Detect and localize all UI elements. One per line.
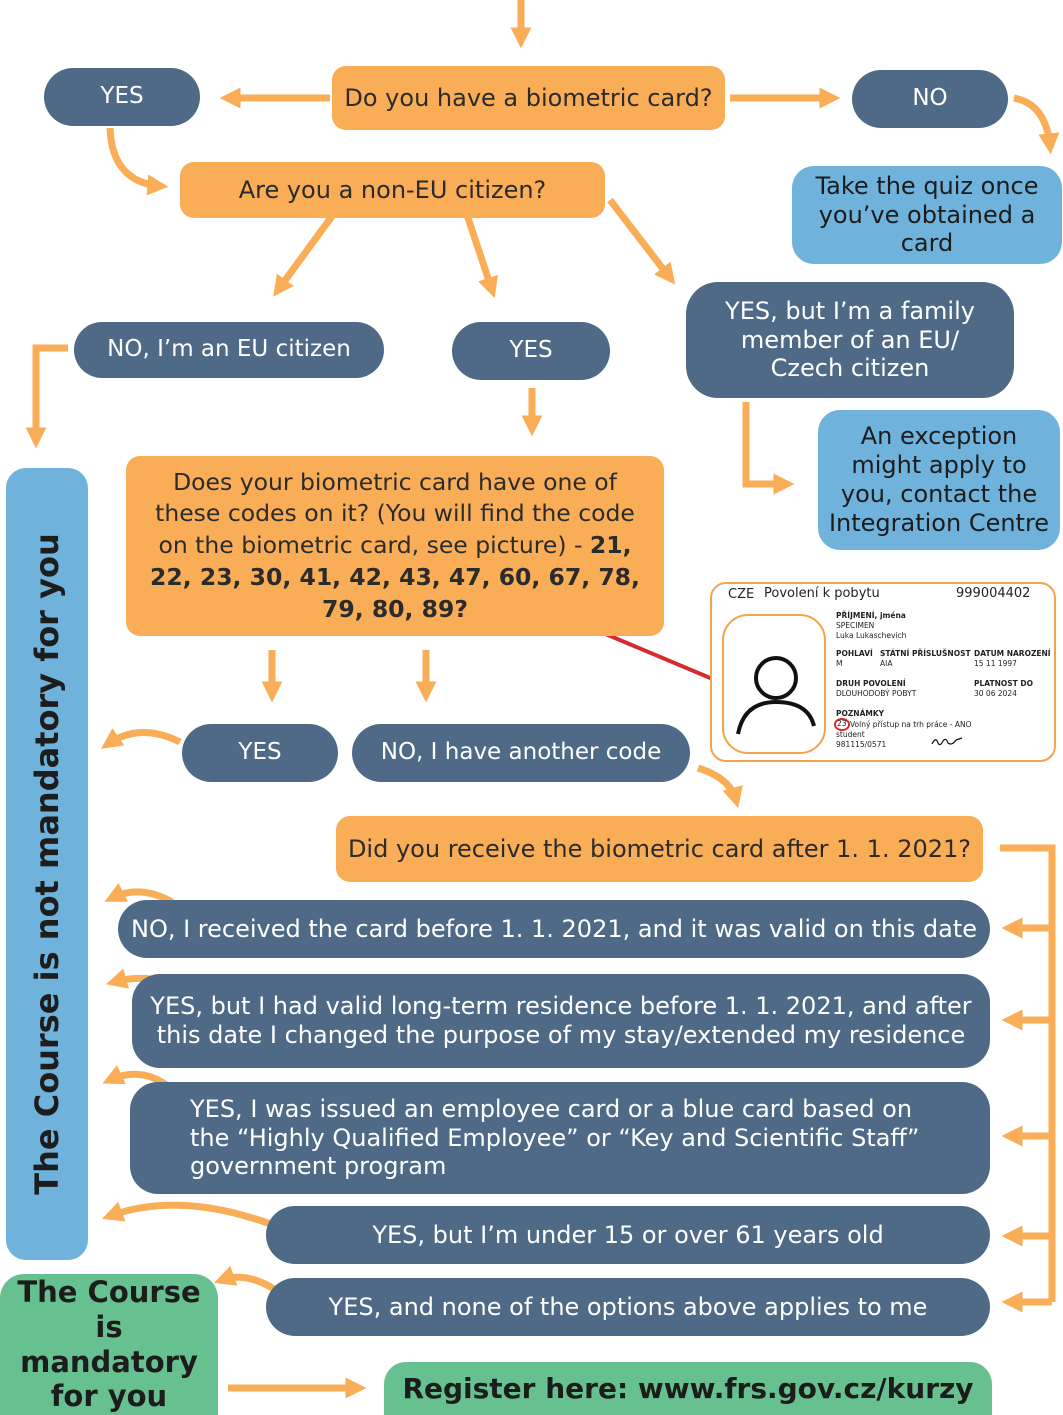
date-bracket-line bbox=[1000, 844, 1056, 1302]
family-member-node: YES, but I’m a family member of an EU/ C… bbox=[686, 282, 1014, 398]
long-term-residence-node: YES, but I had valid long-term residence… bbox=[132, 974, 990, 1068]
card-sex: M bbox=[836, 659, 843, 668]
biometric-card-question: Do you have a biometric card? bbox=[332, 66, 725, 130]
card-dob: 15 11 1997 bbox=[974, 659, 1017, 668]
card-remarks-label: POZNÁMKY bbox=[836, 709, 885, 718]
biometric-card-sample: CZE Povolení k pobytu 999004402 PŘÍJMENÍ… bbox=[710, 582, 1056, 762]
card-valid-until: 30 06 2024 bbox=[974, 689, 1017, 698]
biometric-yes-node: YES bbox=[44, 68, 200, 126]
card-sex-label: POHLAVÍ bbox=[836, 649, 873, 658]
codes-question: Does your biometric card have one of the… bbox=[126, 456, 664, 636]
exception-note: An exception might apply to you, contact… bbox=[818, 410, 1060, 550]
card-title: Povolení k pobytu bbox=[764, 586, 880, 601]
codes-yes-node: YES bbox=[182, 724, 338, 782]
arrow-before-2021-to-not-mandatory bbox=[104, 882, 174, 906]
age-exception-node: YES, but I’m under 15 or over 61 years o… bbox=[266, 1206, 990, 1264]
codes-question-text: Does your biometric card have one of the… bbox=[155, 467, 635, 560]
card-dob-label: DATUM NAROZENÍ bbox=[974, 649, 1051, 658]
date-question: Did you receive the biometric card after… bbox=[336, 816, 983, 882]
person-silhouette-icon bbox=[736, 656, 816, 735]
before-2021-node: NO, I received the card before 1. 1. 202… bbox=[118, 900, 990, 958]
eu-citizen-node: NO, I’m an EU citizen bbox=[74, 322, 384, 378]
signature-icon bbox=[931, 737, 963, 746]
card-id-number: 981115/0571 bbox=[836, 740, 887, 749]
arrow-family-to-exception bbox=[742, 402, 795, 495]
arrow-other-code-to-date bbox=[696, 764, 743, 809]
codes-list: 21, 22, 23, 30, 41, 42, 43, 47, 60, 67, … bbox=[150, 531, 640, 623]
card-country: CZE bbox=[728, 587, 755, 602]
card-permit-type: DLOUHODOBÝ POBYT bbox=[836, 689, 917, 698]
mandatory-outcome: The Course is mandatory for you bbox=[0, 1274, 218, 1415]
card-names: Luka Lukaschevich bbox=[836, 631, 907, 640]
card-code-highlight: 23 bbox=[834, 718, 850, 731]
card-nationality-label: STÁTNÍ PŘÍSLUŠNOST bbox=[880, 649, 971, 658]
arrow-eu-to-not-mandatory bbox=[25, 344, 68, 449]
arrow-yes-to-noneu bbox=[106, 127, 169, 196]
arrow-to-family bbox=[607, 197, 676, 285]
card-photo-frame bbox=[722, 614, 826, 754]
card-surname-label: PŘÍJMENÍ, jména bbox=[836, 611, 906, 620]
card-permit-type-label: DRUH POVOLENÍ bbox=[836, 679, 906, 688]
card-remarks-status: student bbox=[836, 730, 865, 739]
card-surname: SPECIMEN bbox=[836, 621, 875, 630]
employee-card-node: YES, I was issued an employee card or a … bbox=[130, 1082, 990, 1194]
non-eu-question: Are you a non-EU citizen? bbox=[180, 162, 605, 218]
arrow-to-eu-citizen bbox=[273, 205, 341, 297]
arrow-age-to-not-mandatory bbox=[102, 1201, 278, 1230]
none-apply-node: YES, and none of the options above appli… bbox=[266, 1278, 990, 1336]
card-valid-until-label: PLATNOST DO bbox=[974, 679, 1033, 688]
arrow-to-noneu-yes bbox=[462, 210, 498, 298]
non-eu-yes-node: YES bbox=[452, 322, 610, 380]
not-mandatory-bar bbox=[6, 468, 88, 1260]
biometric-no-node: NO bbox=[852, 70, 1008, 128]
register-link[interactable]: Register here: www.frs.gov.cz/kurzy bbox=[384, 1362, 992, 1415]
not-mandatory-label: The Course is not mandatory for you bbox=[28, 533, 66, 1195]
card-nationality: AIA bbox=[880, 659, 893, 668]
codes-other-node: NO, I have another code bbox=[352, 724, 690, 782]
card-remarks-line: Volný přístup na trh práce - ANO bbox=[850, 720, 972, 729]
arrow-no-to-quiz bbox=[1013, 94, 1060, 155]
quiz-note: Take the quiz once you’ve obtained a car… bbox=[792, 166, 1062, 264]
arrow-codes-yes-to-not-mandatory bbox=[101, 728, 182, 749]
card-number: 999004402 bbox=[956, 586, 1031, 601]
